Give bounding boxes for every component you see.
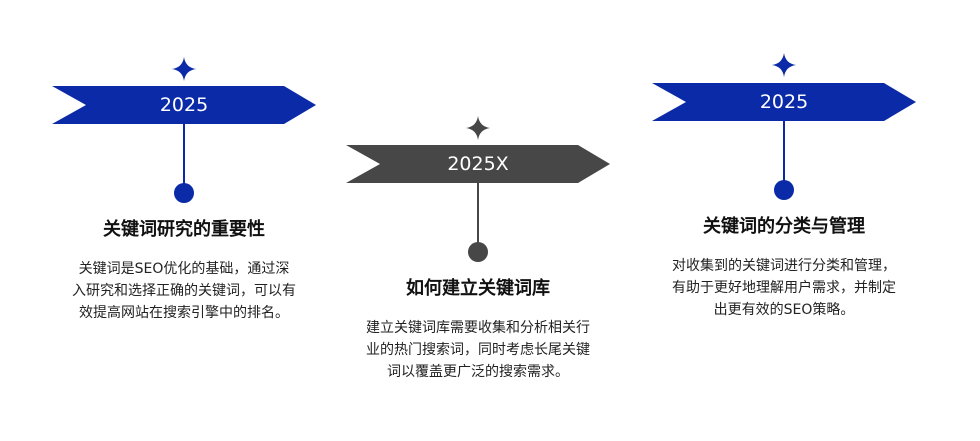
step-description: 对收集到的关键词进行分类和管理，有助于更好地理解用户需求，并制定出更有效的SEO…: [672, 258, 896, 318]
timeline-dot: [468, 242, 488, 262]
diamond-icon: [466, 116, 490, 140]
connector-line: [783, 121, 785, 183]
step-title: 关键词研究的重要性: [103, 219, 265, 240]
connector-line: [477, 183, 479, 245]
timeline-dot: [774, 180, 794, 200]
diamond-icon: [772, 53, 796, 77]
step-description: 关键词是SEO优化的基础，通过深入研究和选择正确的关键词，可以有效提高网站在搜索…: [72, 261, 296, 321]
arrow-banner: [652, 83, 916, 121]
connector-line: [183, 124, 185, 186]
banner-label: 2025X: [447, 153, 509, 175]
step-title: 关键词的分类与管理: [703, 216, 865, 237]
arrow-banner: [52, 86, 316, 124]
arrow-banner: [346, 145, 610, 183]
banner-label: 2025: [759, 91, 809, 113]
banner-label: 2025: [159, 94, 209, 116]
diamond-icon: [172, 57, 196, 81]
timeline-dot: [174, 183, 194, 203]
step-description: 建立关键词库需要收集和分析相关行业的热门搜索词，同时考虑长尾关键词以覆盖更广泛的…: [366, 320, 590, 380]
step-title: 如何建立关键词库: [406, 278, 550, 299]
